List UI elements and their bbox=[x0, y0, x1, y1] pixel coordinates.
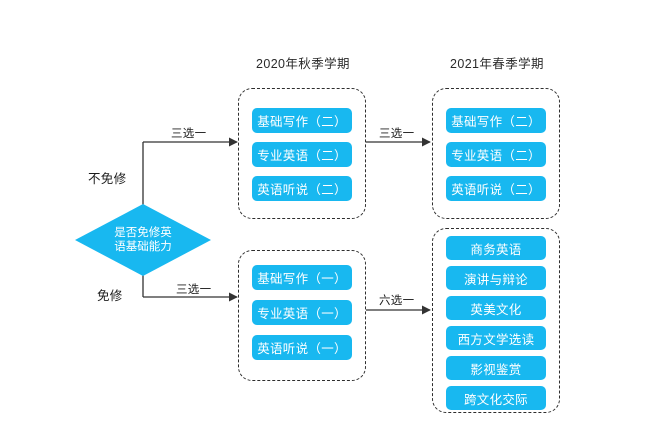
course-pill[interactable]: 基础写作（一） bbox=[252, 265, 352, 290]
group-fall2020-required bbox=[238, 88, 366, 219]
course-pill[interactable]: 英语听说（一） bbox=[252, 335, 352, 360]
course-pill[interactable]: 英语听说（二） bbox=[252, 176, 352, 201]
course-pill[interactable]: 基础写作（二） bbox=[252, 108, 352, 133]
group-spring2021-required bbox=[432, 88, 560, 219]
decision-line-1: 是否免修英 bbox=[114, 226, 172, 239]
course-pill[interactable]: 西方文学选读 bbox=[446, 326, 546, 350]
course-pill[interactable]: 英美文化 bbox=[446, 296, 546, 320]
course-pill[interactable]: 影视鉴赏 bbox=[446, 356, 546, 380]
decision-line-2: 语基础能力 bbox=[114, 241, 172, 253]
course-pill[interactable]: 英语听说（二） bbox=[446, 176, 546, 201]
course-pill[interactable]: 演讲与辩论 bbox=[446, 266, 546, 290]
edge-label-decision-to-fall-upper: 三选一 bbox=[171, 128, 207, 140]
course-pill[interactable]: 跨文化交际 bbox=[446, 386, 546, 410]
course-pill[interactable]: 专业英语（一） bbox=[252, 300, 352, 325]
group-spring2021-electives bbox=[432, 228, 560, 413]
branch-label-not-exempt: 不免修 bbox=[88, 172, 127, 186]
course-pill[interactable]: 专业英语（二） bbox=[446, 142, 546, 167]
edge-label-fall-upper-to-spring-upper: 三选一 bbox=[379, 128, 415, 140]
column-header-spring2021: 2021年春季学期 bbox=[450, 57, 544, 71]
edge-label-decision-to-fall-lower: 三选一 bbox=[176, 284, 212, 296]
course-pill[interactable]: 基础写作（二） bbox=[446, 108, 546, 133]
course-pill[interactable]: 商务英语 bbox=[446, 236, 546, 260]
column-header-fall2020: 2020年秋季学期 bbox=[256, 57, 350, 71]
branch-label-exempt: 免修 bbox=[97, 289, 123, 303]
group-fall2020-basic bbox=[238, 250, 366, 381]
edge-label-fall-lower-to-spring-lower: 六选一 bbox=[379, 295, 415, 307]
decision-node-english-exemption[interactable]: 是否免修英 语基础能力 bbox=[75, 204, 211, 276]
course-pill[interactable]: 专业英语（二） bbox=[252, 142, 352, 167]
